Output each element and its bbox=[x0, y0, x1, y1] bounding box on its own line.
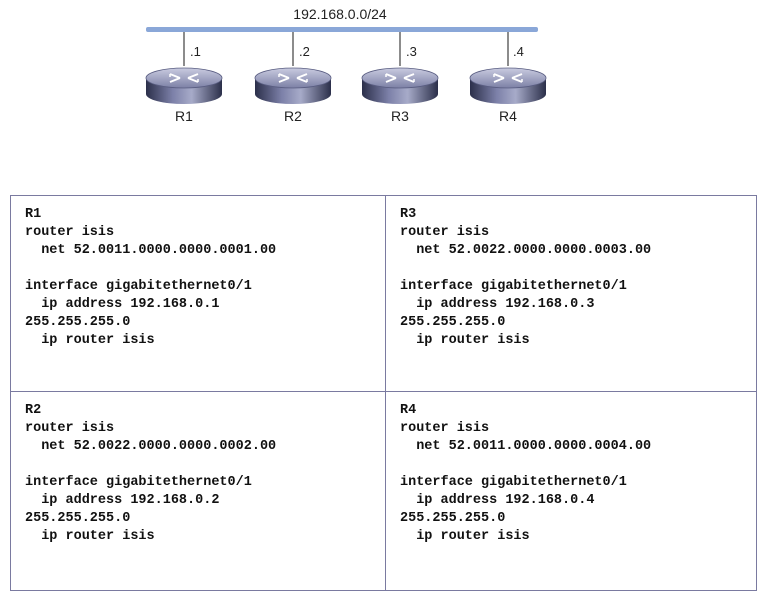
config-line: 255.255.255.0 bbox=[400, 511, 506, 526]
host-label-r4: .4 bbox=[513, 44, 524, 59]
config-line: R3 bbox=[400, 207, 417, 222]
config-line: net 52.0022.0000.0000.0003.00 bbox=[400, 243, 652, 258]
config-line: net 52.0022.0000.0000.0002.00 bbox=[25, 439, 277, 454]
config-cell-r4: R4 router isis net 52.0011.0000.0000.000… bbox=[386, 392, 756, 590]
host-label-r2: .2 bbox=[299, 44, 310, 59]
config-line: ip router isis bbox=[25, 529, 155, 544]
config-line: net 52.0011.0000.0000.0004.00 bbox=[400, 439, 652, 454]
config-line: R1 bbox=[25, 207, 42, 222]
router-label-r1: R1 bbox=[175, 108, 193, 124]
network-topology: 192.168.0.0/24 .1 .2 .3 .4 R1 R2 R3 R4 bbox=[0, 0, 765, 150]
config-line: router isis bbox=[400, 225, 490, 240]
config-line: router isis bbox=[400, 421, 490, 436]
config-line: router isis bbox=[25, 421, 115, 436]
config-line: 255.255.255.0 bbox=[25, 315, 131, 330]
config-line: 255.255.255.0 bbox=[25, 511, 131, 526]
config-line: interface gigabitethernet0/1 bbox=[25, 475, 252, 490]
config-line bbox=[25, 260, 385, 278]
config-line bbox=[25, 456, 385, 474]
subnet-label: 192.168.0.0/24 bbox=[293, 6, 387, 22]
config-line: ip router isis bbox=[400, 333, 530, 348]
router-r1-icon bbox=[145, 67, 223, 104]
router-r2-icon bbox=[254, 67, 332, 104]
config-line: ip address 192.168.0.3 bbox=[400, 297, 595, 312]
router-label-r2: R2 bbox=[284, 108, 302, 124]
config-cell-r3: R3 router isis net 52.0022.0000.0000.000… bbox=[386, 196, 756, 392]
router-label-r4: R4 bbox=[499, 108, 517, 124]
config-line bbox=[400, 260, 756, 278]
router-r3-icon bbox=[361, 67, 439, 104]
config-line: interface gigabitethernet0/1 bbox=[400, 475, 627, 490]
topology-drawing bbox=[145, 27, 547, 104]
config-cell-r1: R1 router isis net 52.0011.0000.0000.000… bbox=[11, 196, 386, 392]
lan-segment bbox=[146, 27, 538, 32]
config-line: ip address 192.168.0.2 bbox=[25, 493, 220, 508]
config-table: R1 router isis net 52.0011.0000.0000.000… bbox=[10, 195, 757, 591]
router-label-r3: R3 bbox=[391, 108, 409, 124]
config-line: router isis bbox=[25, 225, 115, 240]
config-line: R2 bbox=[25, 403, 42, 418]
host-label-r1: .1 bbox=[190, 44, 201, 59]
config-line: net 52.0011.0000.0000.0001.00 bbox=[25, 243, 277, 258]
config-line: interface gigabitethernet0/1 bbox=[400, 279, 627, 294]
config-line: ip address 192.168.0.1 bbox=[25, 297, 220, 312]
router-r4-icon bbox=[469, 67, 547, 104]
config-line bbox=[400, 456, 756, 474]
config-line: ip router isis bbox=[25, 333, 155, 348]
config-line: ip router isis bbox=[400, 529, 530, 544]
host-label-r3: .3 bbox=[406, 44, 417, 59]
config-cell-r2: R2 router isis net 52.0022.0000.0000.000… bbox=[11, 392, 386, 590]
config-line: ip address 192.168.0.4 bbox=[400, 493, 595, 508]
config-line: interface gigabitethernet0/1 bbox=[25, 279, 252, 294]
config-line: R4 bbox=[400, 403, 417, 418]
config-line: 255.255.255.0 bbox=[400, 315, 506, 330]
